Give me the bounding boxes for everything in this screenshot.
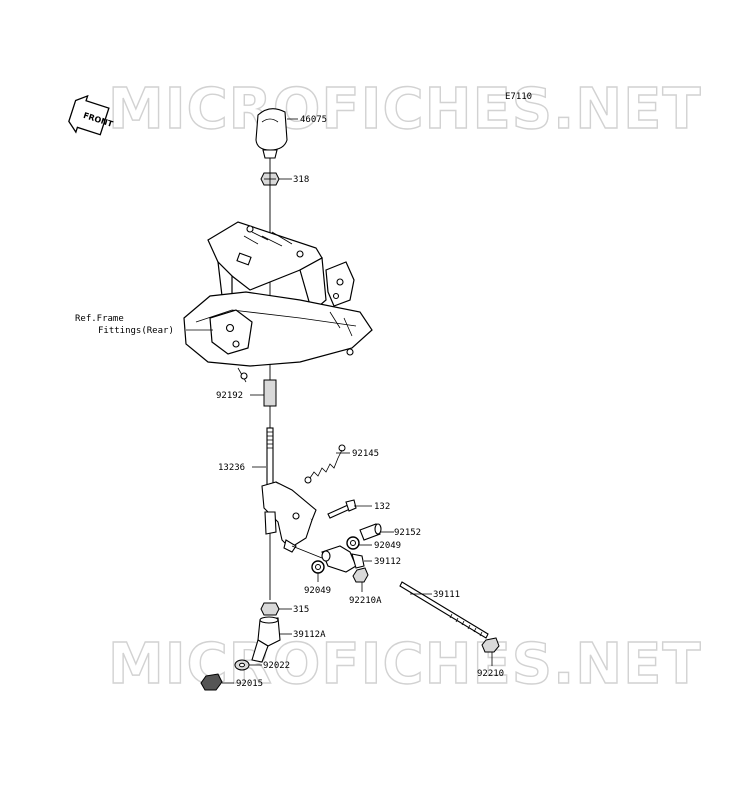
label-39112a: 39112A — [293, 630, 326, 640]
label-46075: 46075 — [300, 115, 327, 125]
label-39112: 39112 — [374, 557, 401, 567]
label-92049-upper: 92049 — [374, 541, 401, 551]
leader-lines — [186, 118, 493, 684]
shift-gate-bracket — [207, 221, 355, 314]
ref-note-line1: Ref.Frame — [75, 314, 124, 324]
watermark-top: MICROFICHES.NET — [108, 77, 702, 142]
spring-92145 — [304, 444, 346, 484]
ref-note-line2: Fittings(Rear) — [98, 326, 174, 336]
collar-92192 — [263, 379, 277, 407]
label-92192: 92192 — [216, 391, 243, 401]
washer-92049-lower — [311, 560, 325, 574]
washer-92049-upper — [346, 536, 360, 550]
shift-knob — [255, 108, 288, 159]
shaft-39112 — [321, 545, 365, 573]
label-315: 315 — [293, 605, 309, 615]
shift-lever-13236 — [261, 427, 323, 559]
label-92049-lower: 92049 — [304, 586, 331, 596]
frame-crossmember — [183, 291, 373, 383]
label-92145: 92145 — [352, 449, 379, 459]
nut-92210 — [481, 637, 500, 653]
figure-id: E7110 — [505, 92, 532, 102]
label-92015: 92015 — [236, 679, 263, 689]
label-318: 318 — [293, 175, 309, 185]
label-92210: 92210 — [477, 669, 504, 679]
label-132: 132 — [374, 502, 390, 512]
nut-92210a — [352, 567, 369, 583]
nut-92015 — [200, 673, 223, 691]
nut-315 — [260, 602, 280, 616]
bolt-132 — [327, 499, 357, 519]
rod-39111 — [399, 581, 489, 639]
joint-39112a — [251, 616, 281, 663]
washer-92022 — [234, 659, 250, 671]
label-39111: 39111 — [433, 590, 460, 600]
front-arrow-icon: FRONT — [68, 94, 114, 136]
watermark-bottom: MICROFICHES.NET — [108, 632, 702, 697]
collar-92152 — [359, 523, 382, 541]
label-92022: 92022 — [263, 661, 290, 671]
label-13236: 13236 — [218, 463, 245, 473]
label-92152: 92152 — [394, 528, 421, 538]
label-92210a: 92210A — [349, 596, 382, 606]
